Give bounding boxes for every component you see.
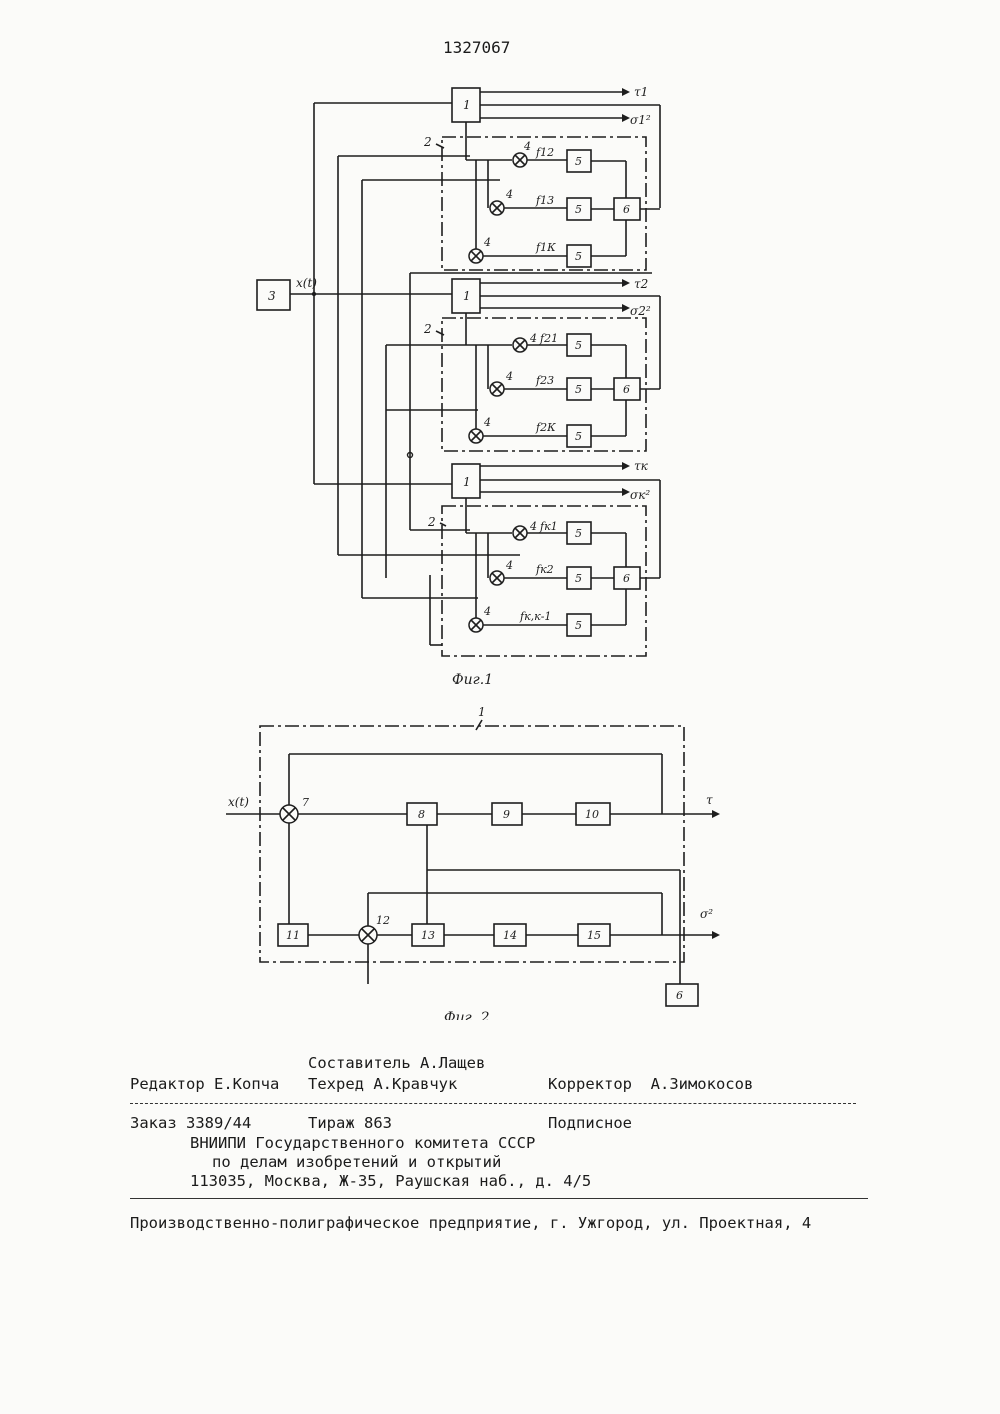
svg-text:x(t): x(t): [228, 795, 249, 809]
svg-text:8: 8: [418, 808, 425, 821]
block-1-outline: [260, 726, 684, 962]
figure-2-block-diagram: 1 x(t) 7 8 9 10 τ 11 12 13 14: [0, 0, 1000, 1020]
order-line: Заказ 3389/44: [130, 1114, 251, 1132]
divider-2: [130, 1198, 868, 1199]
svg-text:9: 9: [503, 808, 510, 821]
svg-text:6: 6: [676, 989, 683, 1002]
compiler-line: Составитель А.Лащев: [308, 1054, 485, 1072]
editor-line: Редактор Е.Копча: [130, 1075, 279, 1093]
circulation-line: Тираж 863: [308, 1114, 392, 1132]
svg-text:15: 15: [587, 929, 601, 942]
svg-text:7: 7: [302, 796, 309, 809]
svg-text:14: 14: [503, 929, 517, 942]
svg-text:10: 10: [585, 808, 599, 821]
svg-text:1: 1: [478, 705, 486, 719]
svg-text:σ²: σ²: [700, 907, 713, 921]
address-line: 113035, Москва, Ж-35, Раушская наб., д. …: [190, 1172, 591, 1190]
subscription-line: Подписное: [548, 1114, 632, 1132]
svg-text:τ: τ: [706, 793, 713, 807]
svg-text:11: 11: [286, 929, 300, 942]
techred-line: Техред А.Кравчук: [308, 1075, 457, 1093]
figure-2-caption: Фиг. 2: [444, 1010, 490, 1020]
svg-text:12: 12: [376, 914, 390, 927]
org-line-1: ВНИИПИ Государственного комитета СССР: [190, 1134, 535, 1152]
printer-line: Производственно-полиграфическое предприя…: [130, 1214, 811, 1232]
org-line-2: по делам изобретений и открытий: [212, 1153, 501, 1171]
svg-text:13: 13: [421, 929, 435, 942]
corrector-line: Корректор А.Зимокосов: [548, 1075, 753, 1093]
divider-1: [130, 1103, 856, 1104]
